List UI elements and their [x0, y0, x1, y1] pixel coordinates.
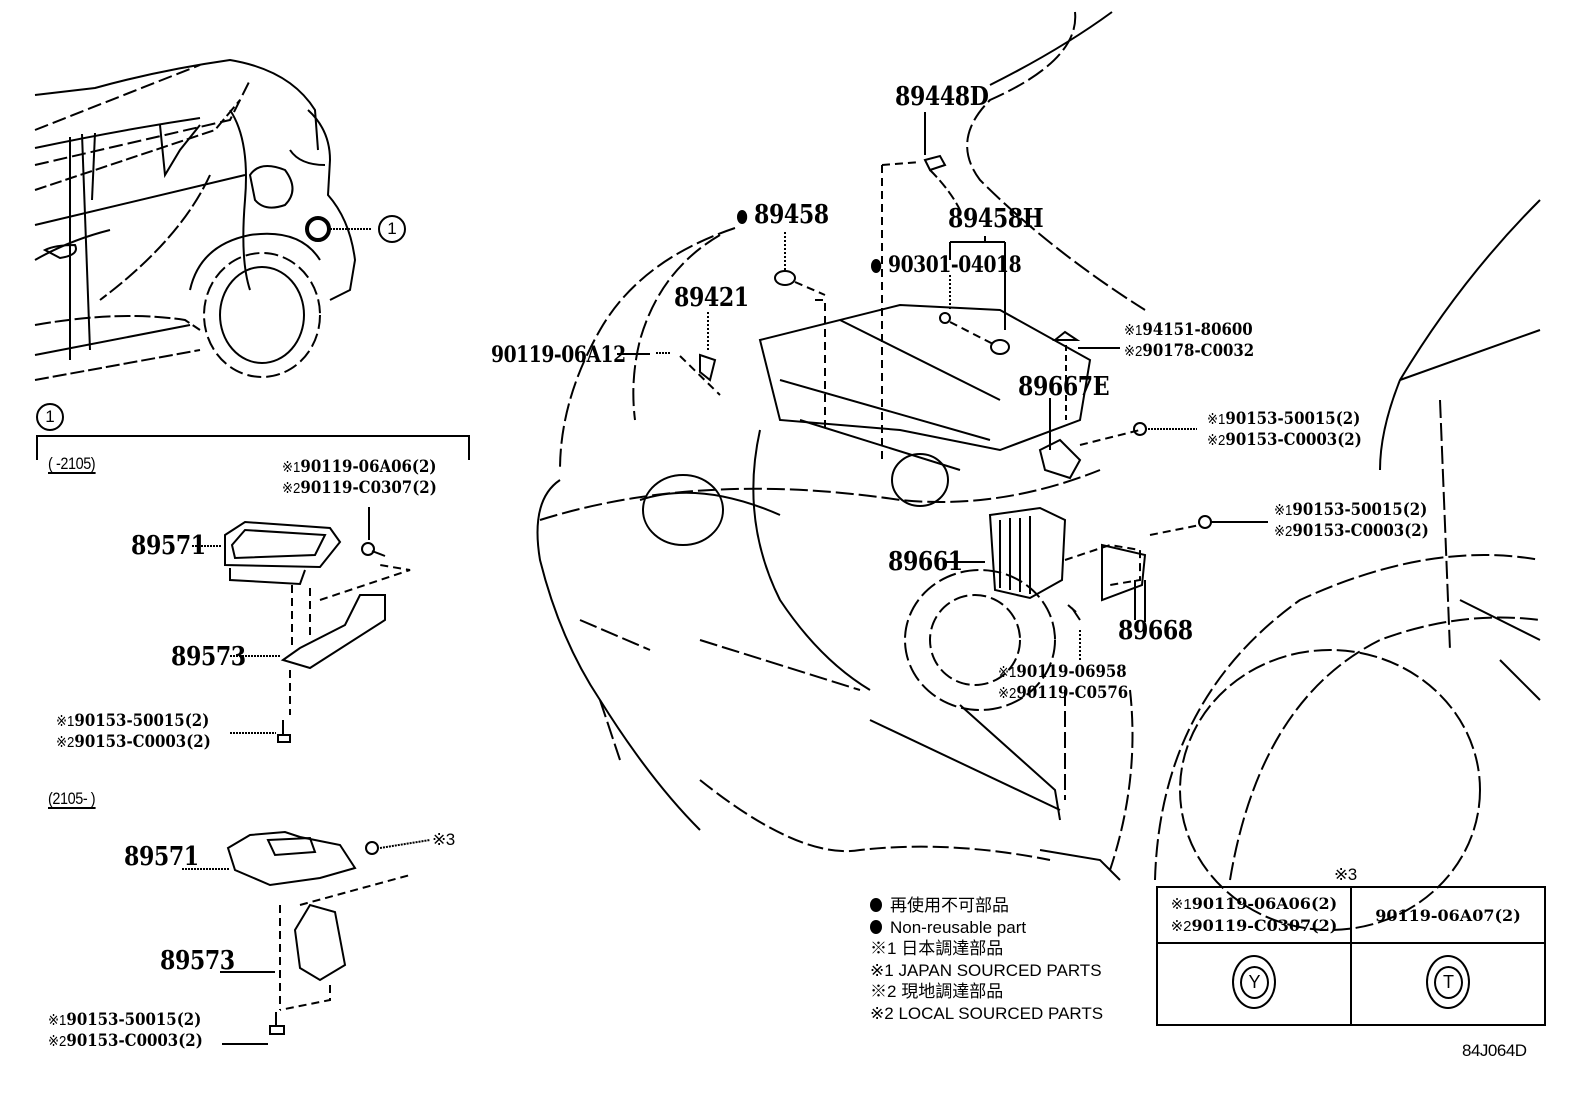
- ref-table-title: ※3: [1334, 865, 1357, 884]
- legend-item: ※1 JAPAN SOURCED PARTS: [870, 960, 1102, 980]
- screw-label[interactable]: ※190119-06958 ※290119-C0576: [998, 662, 1128, 704]
- non-reusable-dot-icon: [871, 259, 882, 273]
- part-number: 90119-06958: [1016, 662, 1127, 682]
- variant-a-part-89571[interactable]: 89571: [131, 531, 206, 561]
- mark: ※2: [1124, 343, 1143, 360]
- part-number: 90153-50015(2): [74, 711, 210, 731]
- ref-table-col1-icon: Y: [1156, 942, 1352, 1026]
- part-number: 90119-06A06(2): [300, 457, 437, 477]
- part-90119-06A12[interactable]: 90119-06A12: [491, 342, 626, 368]
- non-reusable-dot-icon: [737, 210, 748, 224]
- vehicle-rear-view: [34, 58, 372, 381]
- variant-b-part-89571[interactable]: 89571: [124, 842, 199, 872]
- callout-1-inset-header: 1: [36, 403, 64, 431]
- part-89458[interactable]: 89458: [737, 202, 829, 228]
- part-number: 90301-04018: [888, 252, 1022, 278]
- legend-item: Non-reusable part: [870, 917, 1103, 939]
- mark: ※2: [282, 480, 301, 497]
- mark: ※2: [998, 685, 1017, 702]
- legend-item: ※1 日本調達部品: [870, 939, 1004, 958]
- part-number: 90153-C0003(2): [66, 1031, 203, 1051]
- variant-b-bottom-bolt-label[interactable]: ※190153-50015(2) ※290153-C0003(2): [48, 1010, 203, 1052]
- part-89421[interactable]: 89421: [674, 283, 749, 313]
- part-number: 90153-50015(2): [1292, 500, 1428, 520]
- mark: ※1: [1207, 411, 1226, 428]
- mark: ※1: [56, 713, 75, 730]
- part-90301-04018[interactable]: 90301-04018: [871, 252, 1022, 278]
- part-number: 90153-50015(2): [1225, 409, 1361, 429]
- variant-a-range-label: ( -2105): [48, 454, 96, 474]
- variant-a-ecu-drawing: [192, 507, 411, 743]
- part-number: 90119-C0576: [1016, 683, 1129, 703]
- legend-item: ※2 現地調達部品: [870, 982, 1004, 1001]
- bolt-head-t-icon: T: [1426, 954, 1470, 1009]
- part-number: 89458: [754, 200, 829, 230]
- inset-frame: [36, 435, 470, 460]
- bolt-head-y-icon: Y: [1232, 954, 1276, 1009]
- part-number: 90153-C0003(2): [1225, 430, 1362, 450]
- bolt-b-label[interactable]: ※190153-50015(2) ※290153-C0003(2): [1274, 500, 1429, 542]
- mark: ※2: [56, 734, 75, 751]
- variant-a-part-89573[interactable]: 89573: [171, 642, 246, 672]
- non-reusable-dot-icon: [870, 898, 882, 912]
- part-number: 90153-50015(2): [66, 1010, 202, 1030]
- legend-item: 再使用不可部品: [870, 895, 1103, 917]
- legend-item: ※2 LOCAL SOURCED PARTS: [870, 1003, 1104, 1023]
- part-number: 90178-C0032: [1142, 341, 1255, 361]
- mark: ※1: [1124, 322, 1143, 339]
- part-89668[interactable]: 89668: [1118, 616, 1193, 646]
- part-number: 94151-80600: [1142, 320, 1253, 340]
- non-reusable-dot-icon: [870, 919, 882, 934]
- engine-bay-drawing: [536, 11, 1541, 931]
- variant-b-ecu-drawing: [182, 830, 431, 1045]
- part-number: 90119-C0307(2): [300, 478, 437, 498]
- part-number: 90153-C0003(2): [74, 732, 211, 752]
- callout-1-rear[interactable]: 1: [378, 215, 406, 243]
- part-89448D[interactable]: 89448D: [895, 82, 989, 112]
- mark: ※2: [1274, 523, 1293, 540]
- mark: ※1: [998, 664, 1017, 681]
- ref-table-col2-icon: T: [1350, 942, 1546, 1026]
- figure-code: 84J064D: [1462, 1041, 1527, 1060]
- mark: ※1: [1274, 502, 1293, 519]
- ref-table: ※190119-06A06(2) ※290119-C0307(2) 90119-…: [1156, 886, 1546, 1026]
- part-89667E[interactable]: 89667E: [1018, 372, 1110, 402]
- mark: ※2: [1207, 432, 1226, 449]
- variant-b-range-label: (2105- ): [48, 789, 96, 809]
- legend: 再使用不可部品 Non-reusable part ※1 日本調達部品 ※1 J…: [870, 895, 1103, 1024]
- variant-a-top-bolt-label[interactable]: ※190119-06A06(2) ※290119-C0307(2): [282, 457, 437, 499]
- ref-table-col2-parts: 90119-06A07(2): [1350, 886, 1546, 944]
- variant-b-part-89573[interactable]: 89573: [160, 946, 235, 976]
- mark: ※1: [48, 1012, 67, 1029]
- ref-table-col1-parts: ※190119-06A06(2) ※290119-C0307(2): [1156, 886, 1352, 944]
- variant-a-bottom-bolt-label[interactable]: ※190153-50015(2) ※290153-C0003(2): [56, 711, 211, 753]
- mark: ※1: [282, 459, 301, 476]
- variant-b-bolt-ref-3[interactable]: ※3: [432, 830, 455, 849]
- part-89661[interactable]: 89661: [888, 547, 963, 577]
- mark: ※2: [48, 1033, 67, 1050]
- bolt-a-label[interactable]: ※190153-50015(2) ※290153-C0003(2): [1207, 409, 1362, 451]
- nut-label[interactable]: ※194151-80600 ※290178-C0032: [1124, 320, 1254, 362]
- part-number: 90153-C0003(2): [1292, 521, 1429, 541]
- part-89458H[interactable]: 89458H: [948, 204, 1044, 234]
